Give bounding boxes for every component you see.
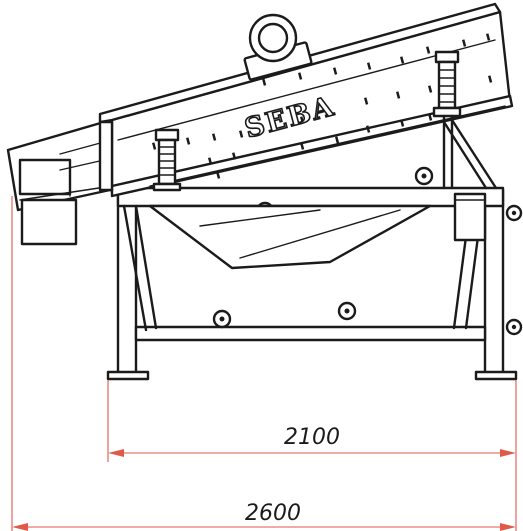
feed-inlet [6,120,114,246]
right-leg [483,188,505,378]
right-spring [432,50,498,190]
dim-overall-arrow-right [500,523,516,531]
hopper [148,204,432,270]
left-spring [152,128,182,192]
vibrator-motor [243,13,313,81]
dim-inner-arrow-left [108,449,124,457]
left-spring-top-plate [154,128,180,142]
inlet-box-lower [20,198,78,246]
left-spring-base [152,182,182,192]
dimension-overall: 2600 [11,196,517,531]
motor-ring-inner [257,22,289,54]
dim-inner-arrow-right [500,449,516,457]
right-discharge-block [453,192,487,242]
dim-inner-label: 2100 [284,425,340,450]
hopper-body [148,204,432,270]
left-brace-outer [122,204,148,332]
left-brace-inner [134,204,158,330]
lower-deck-strip [110,94,514,198]
bottom-beam [134,325,487,342]
dim-overall-label: 2600 [245,501,301,526]
inlet-flange [98,120,114,192]
right-spring-base [432,106,462,118]
dimension-inner: 2100 [107,380,517,462]
support-frame [106,166,523,381]
right-spring-body [437,60,457,110]
left-foot [106,370,150,381]
inlet-box-upper [18,158,72,196]
dim-overall-arrow-left [12,523,28,531]
rivet-dots [152,33,493,179]
right-spring-top-plate [434,50,460,64]
right-foot [474,370,518,381]
